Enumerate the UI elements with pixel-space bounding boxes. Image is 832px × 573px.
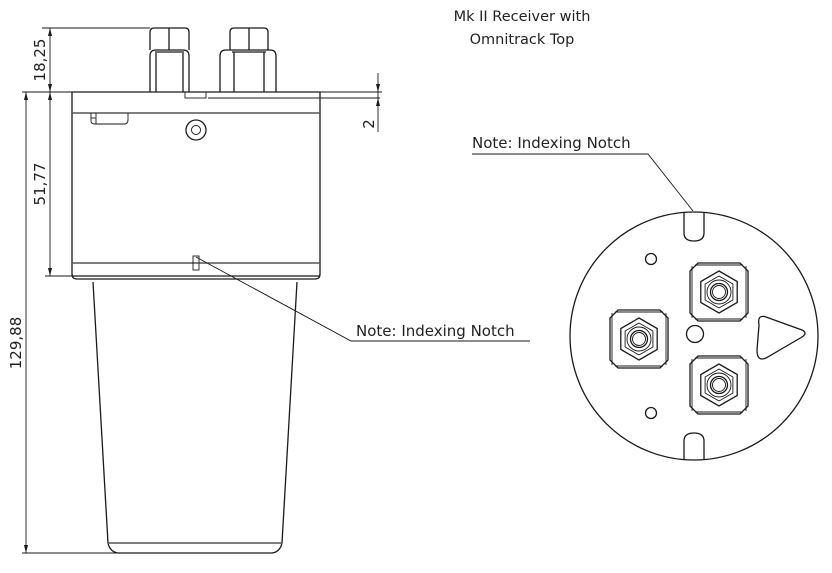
mounting-hole [644, 406, 658, 420]
connector-bore [709, 375, 729, 395]
dim-total-height: 129,88 [7, 317, 25, 370]
hex-nut-icon [620, 317, 658, 361]
hex-nut-icon [704, 275, 734, 309]
indexing-notch-bottom-slot [683, 432, 705, 459]
hex-nut-icon [624, 322, 654, 356]
title-line-1: Mk II Receiver with [454, 9, 591, 25]
connector-footprint [689, 355, 749, 415]
title-line-2: Omnitrack Top [470, 32, 575, 48]
connector-right [219, 27, 277, 92]
side-view: 18,25 51,77 129,88 2 Note: Indexing Notc… [7, 27, 530, 554]
hex-nut-icon [700, 270, 738, 314]
note-indexing-notch-side: Note: Indexing Notch [356, 322, 515, 340]
receiver-cup [92, 281, 298, 554]
top-view: Note: Indexing Notch [472, 134, 819, 461]
receiver-top-disc [569, 211, 819, 461]
indexing-notch-side [192, 255, 200, 271]
connector-bore [629, 329, 649, 349]
hex-nut-icon [700, 363, 738, 407]
connector-bore [709, 282, 729, 302]
indexing-notch-top-slot [683, 213, 705, 242]
screw-head [185, 119, 207, 141]
dim-plate-thickness: 2 [360, 119, 378, 129]
center-hole [685, 324, 705, 344]
connector-footprint [689, 262, 749, 322]
dim-top-housing-height: 51,77 [31, 163, 49, 206]
connector-left [149, 27, 190, 92]
latch-slot [90, 113, 129, 125]
hex-nut-icon [704, 368, 734, 402]
note-indexing-notch-top: Note: Indexing Notch [472, 134, 631, 152]
mounting-hole [644, 252, 658, 266]
indexing-notch-top [184, 91, 207, 99]
dim-connector-height: 18,25 [31, 39, 49, 82]
direction-arrow-icon [756, 315, 806, 360]
connector-footprint [609, 309, 669, 369]
